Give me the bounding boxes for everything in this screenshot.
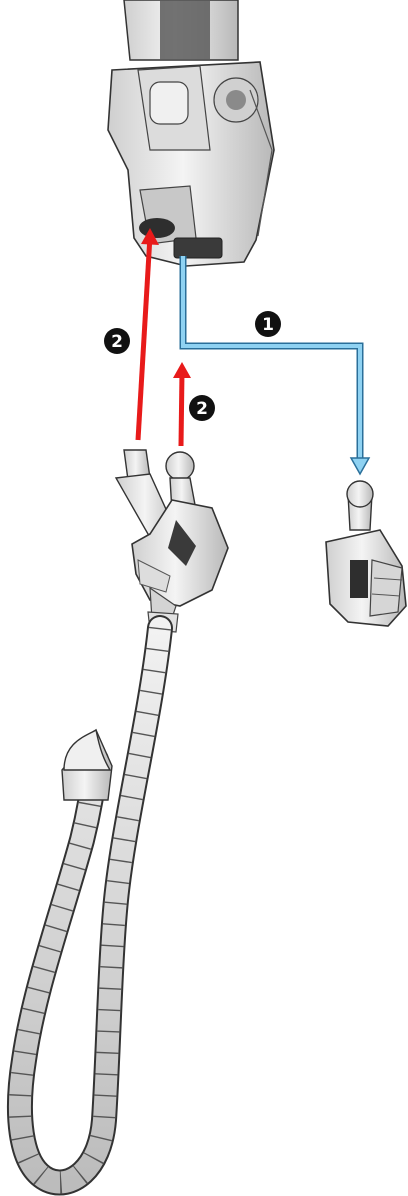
step-1-arrow — [183, 256, 369, 474]
step-1-label: 1 — [262, 315, 274, 335]
step-1-badge: 1 — [255, 311, 281, 337]
step-2-label-right: 2 — [196, 399, 208, 419]
peace-sign-hand-icon — [116, 450, 228, 632]
step-2-label-left: 2 — [111, 332, 123, 352]
forearm-icon — [108, 0, 274, 266]
step-2-badge-left: 2 — [104, 328, 130, 354]
fist-hand-icon — [326, 481, 406, 626]
tail-cable-icon — [20, 628, 160, 1183]
step-2-badge-right: 2 — [189, 395, 215, 421]
